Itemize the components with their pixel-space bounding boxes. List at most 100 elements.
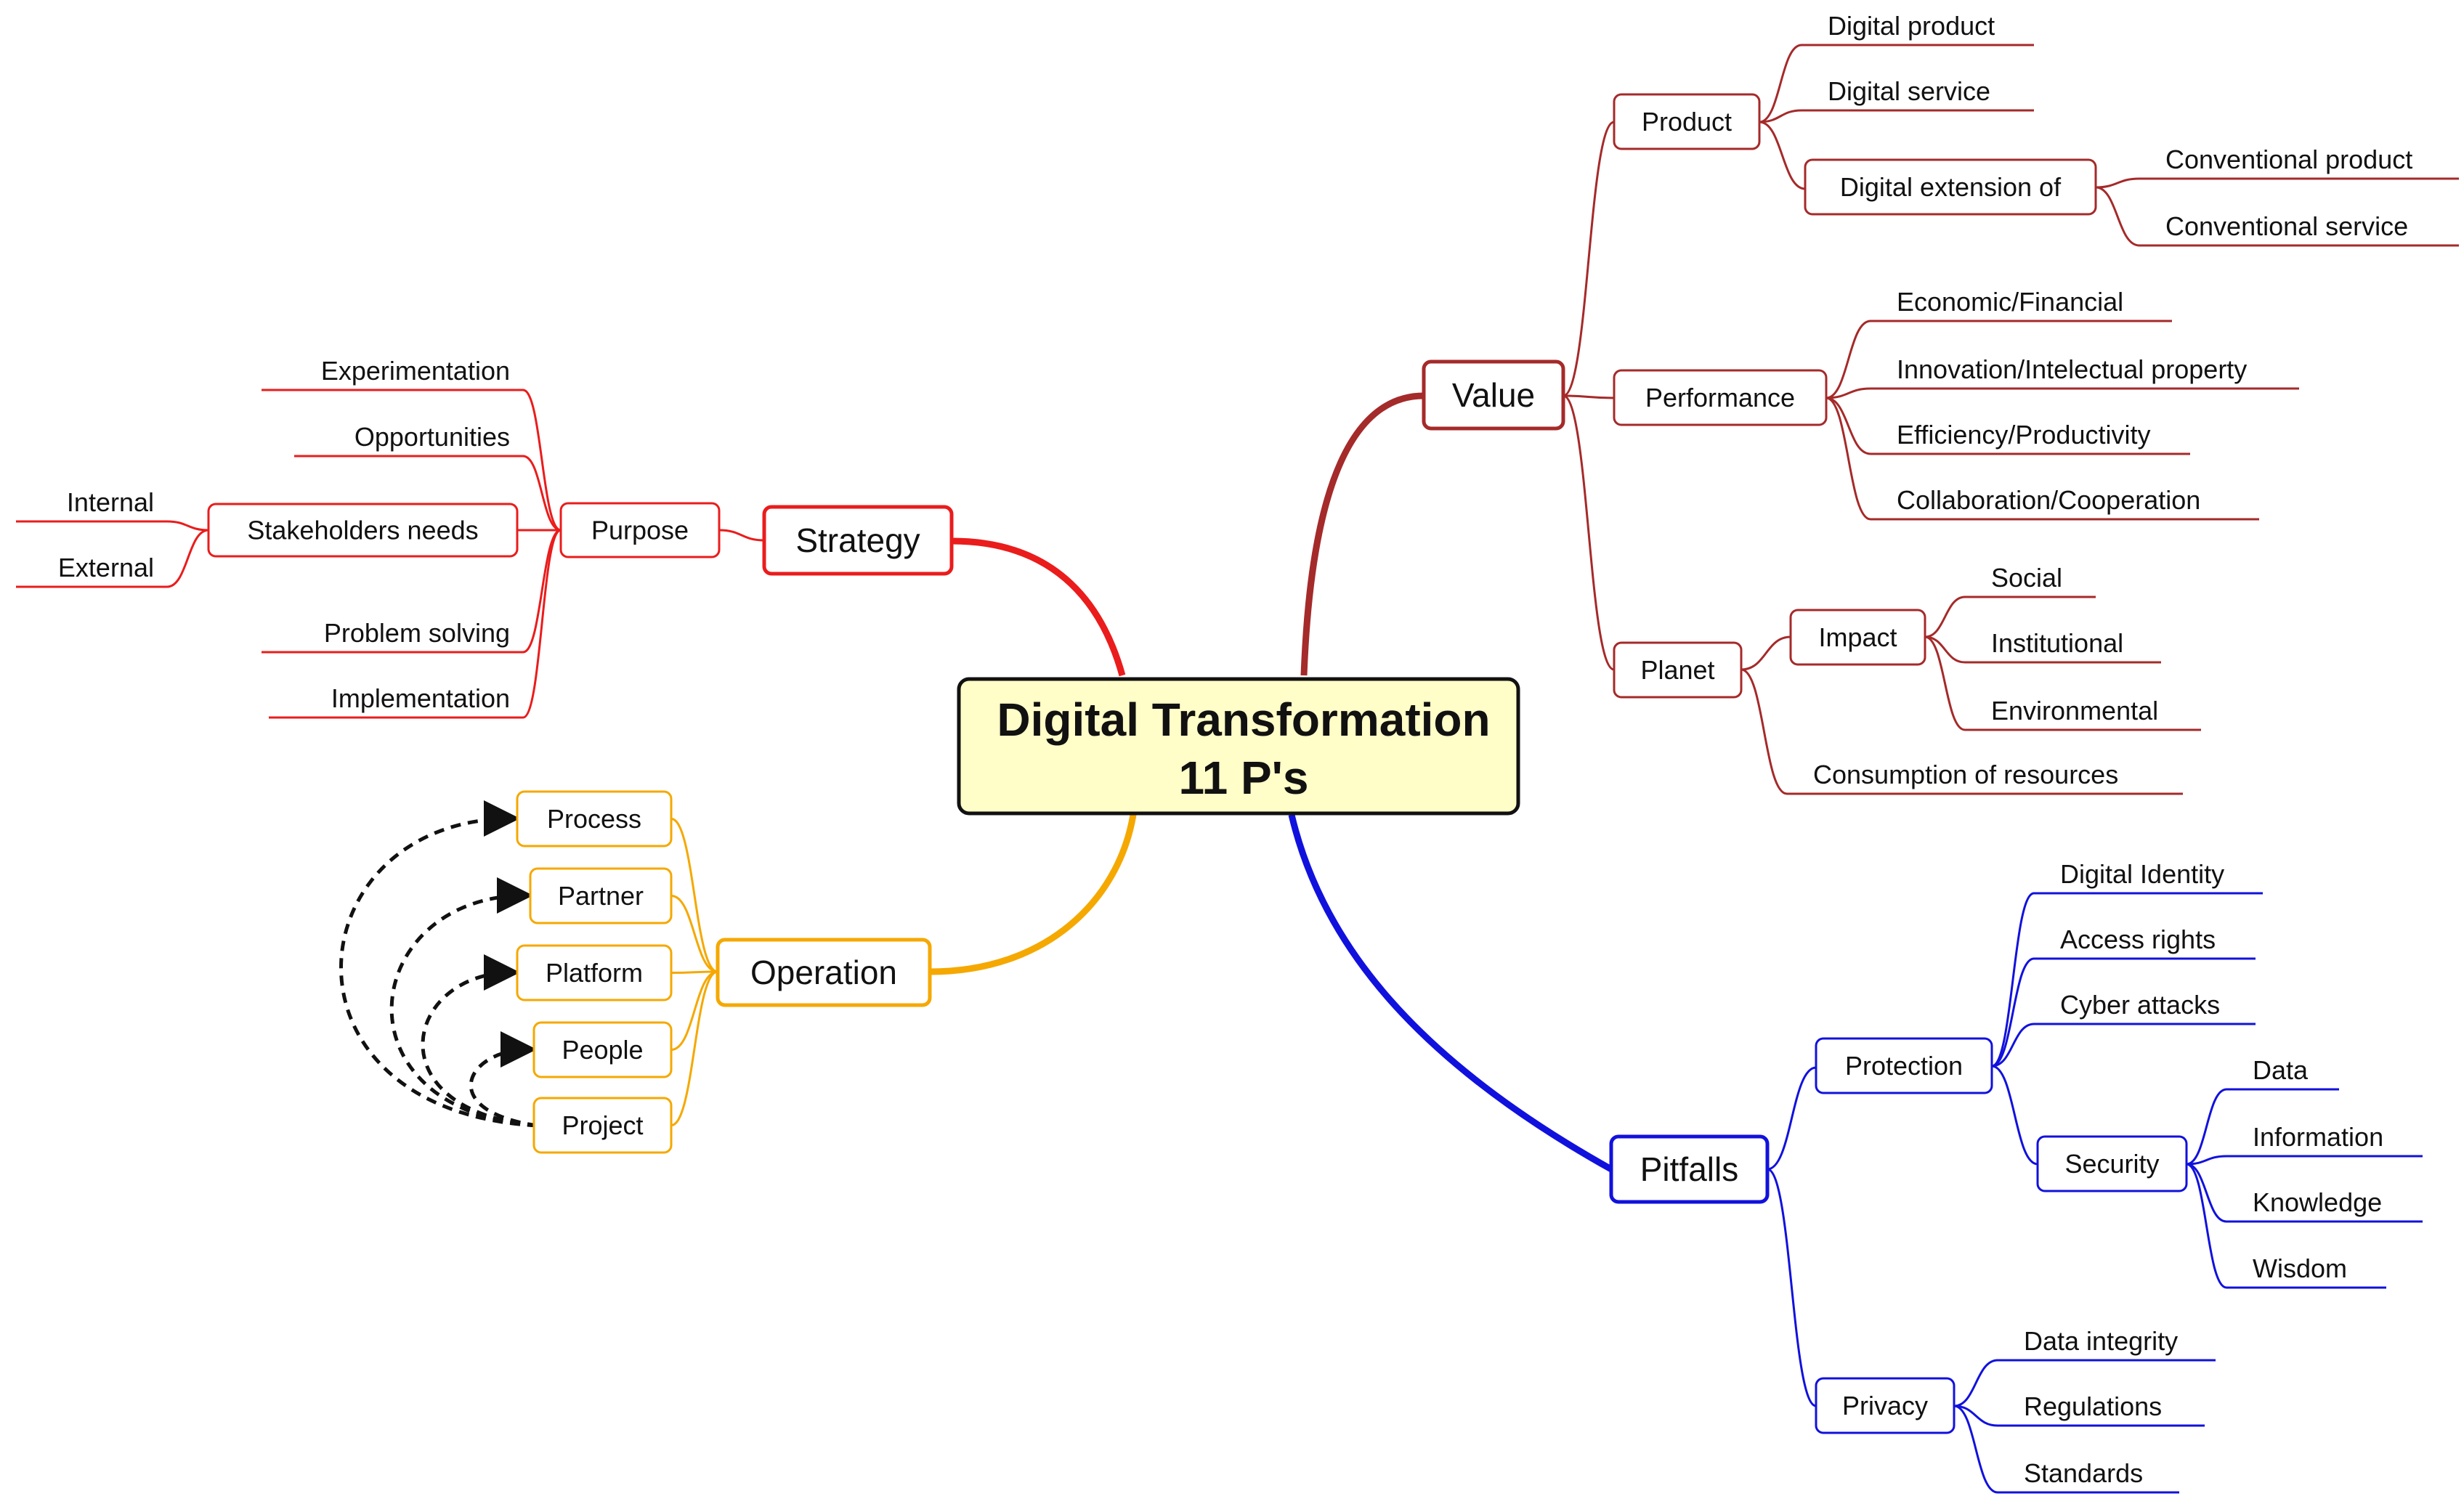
node-privacy[interactable]: Privacy <box>1815 1377 1956 1434</box>
link-extension-conventional-product <box>2095 177 2140 189</box>
node-strategy[interactable]: Strategy <box>762 505 954 576</box>
leaf-environmental[interactable]: Environmental <box>1965 696 2201 731</box>
leaf-label: Internal <box>67 487 154 517</box>
leaf-cyber-attacks[interactable]: Cyber attacks <box>2034 990 2256 1025</box>
node-protection[interactable]: Protection <box>1815 1037 1993 1094</box>
leaf-access-rights[interactable]: Access rights <box>2034 924 2256 960</box>
leaf-knowledge[interactable]: Knowledge <box>2226 1187 2423 1223</box>
link-stakeholders-external <box>166 529 209 588</box>
leaf-label: Digital Identity <box>2060 859 2224 889</box>
leaf-label: Data integrity <box>2024 1326 2178 1356</box>
central-topic-line1: Digital Transformation <box>997 694 1490 746</box>
node-box <box>2036 1135 2188 1192</box>
node-label: Platform <box>546 958 643 988</box>
leaf-label: Collaboration/Cooperation <box>1897 485 2200 515</box>
leaf-label: Data <box>2253 1055 2309 1085</box>
leaf-data-integrity[interactable]: Data integrity <box>1998 1326 2216 1362</box>
dashed-arrow-project-platform <box>421 954 538 1128</box>
branch-pitfalls <box>1288 813 1613 1172</box>
leaf-data[interactable]: Data <box>2226 1055 2339 1091</box>
leaf-label: Experimentation <box>321 356 510 386</box>
leaf-label: Digital product <box>1828 11 1995 41</box>
leaf-digital-product[interactable]: Digital product <box>1802 11 2034 46</box>
central-topic-box <box>957 677 1520 816</box>
leaf-problem-solving[interactable]: Problem solving <box>262 618 523 654</box>
node-box <box>207 503 519 558</box>
node-digital-extension-of[interactable]: Digital extension of <box>1804 158 2097 216</box>
link-purpose-opportunities <box>522 455 562 532</box>
branch-operation <box>929 814 1137 975</box>
leaf-external[interactable]: External <box>16 553 167 588</box>
leaf-standards[interactable]: Standards <box>1998 1458 2179 1494</box>
node-purpose[interactable]: Purpose <box>559 502 721 558</box>
node-box <box>529 867 673 924</box>
link-operation-people <box>670 970 718 1051</box>
link-strategy-purpose <box>718 529 765 542</box>
node-box <box>559 502 721 558</box>
leaf-social[interactable]: Social <box>1965 563 2096 598</box>
leaf-opportunities[interactable]: Opportunities <box>294 422 523 458</box>
leaf-implementation[interactable]: Implementation <box>269 683 523 719</box>
leaf-information[interactable]: Information <box>2226 1122 2423 1158</box>
link-security-wisdom <box>2186 1163 2227 1289</box>
node-operation[interactable]: Operation <box>716 938 932 1007</box>
leaf-internal[interactable]: Internal <box>16 487 167 523</box>
link-operation-platform <box>670 970 718 974</box>
leaf-collaboration-cooperation[interactable]: Collaboration/Cooperation <box>1871 485 2259 521</box>
node-box <box>1613 369 1828 426</box>
node-label: Value <box>1452 376 1535 414</box>
link-product-digital-product <box>1759 44 1802 123</box>
node-label: Planet <box>1640 655 1714 685</box>
link-product-digital-extension-of <box>1759 121 1806 190</box>
node-performance[interactable]: Performance <box>1613 369 1828 426</box>
leaf-label: Standards <box>2024 1458 2143 1488</box>
node-process[interactable]: Process <box>516 790 673 848</box>
node-value[interactable]: Value <box>1422 359 1565 431</box>
leaf-label: Information <box>2253 1122 2383 1152</box>
node-planet[interactable]: Planet <box>1613 641 1743 699</box>
leaf-conventional-service[interactable]: Conventional service <box>2139 211 2459 247</box>
link-security-data <box>2186 1088 2227 1166</box>
leaf-label: Efficiency/Productivity <box>1897 420 2150 450</box>
node-platform[interactable]: Platform <box>516 944 673 1001</box>
node-box <box>1815 1037 1993 1094</box>
leaf-institutional[interactable]: Institutional <box>1965 628 2161 664</box>
node-label: Performance <box>1645 383 1795 412</box>
node-impact[interactable]: Impact <box>1789 609 1926 666</box>
node-partner[interactable]: Partner <box>529 867 673 924</box>
node-people[interactable]: People <box>532 1021 673 1078</box>
node-box <box>516 790 673 848</box>
link-value-planet <box>1563 394 1615 671</box>
node-product[interactable]: Product <box>1613 93 1761 150</box>
node-security[interactable]: Security <box>2036 1135 2188 1192</box>
leaf-label: Economic/Financial <box>1897 287 2123 317</box>
node-stakeholders-needs[interactable]: Stakeholders needs <box>207 503 519 558</box>
node-project[interactable]: Project <box>532 1097 673 1154</box>
link-planet-consumption <box>1740 668 1788 795</box>
leaf-label: Knowledge <box>2253 1187 2382 1217</box>
node-label: Impact <box>1818 622 1897 652</box>
node-box <box>1789 609 1926 666</box>
leaf-economic-financial[interactable]: Economic/Financial <box>1871 287 2172 322</box>
node-box <box>1613 93 1761 150</box>
leaf-experimentation[interactable]: Experimentation <box>262 356 523 391</box>
leaf-digital-identity[interactable]: Digital Identity <box>2034 859 2263 895</box>
node-pitfalls[interactable]: Pitfalls <box>1609 1134 1770 1204</box>
link-operation-partner <box>670 895 718 973</box>
leaf-efficiency-productivity[interactable]: Efficiency/Productivity <box>1871 420 2190 455</box>
leaf-digital-service[interactable]: Digital service <box>1802 76 2034 112</box>
leaf-innovation-intelectual-property[interactable]: Innovation/Intelectual property <box>1871 354 2299 390</box>
node-label: Partner <box>558 881 644 911</box>
leaf-conventional-product[interactable]: Conventional product <box>2139 145 2459 180</box>
node-box <box>1613 641 1743 699</box>
link-extension-conventional-service <box>2095 186 2140 247</box>
node-label: Security <box>2064 1149 2159 1179</box>
leaf-wisdom[interactable]: Wisdom <box>2226 1253 2386 1289</box>
leaf-label: Environmental <box>1991 696 2158 725</box>
leaf-consumption-of-resources[interactable]: Consumption of resources <box>1787 760 2183 795</box>
leaf-regulations[interactable]: Regulations <box>1998 1391 2205 1427</box>
